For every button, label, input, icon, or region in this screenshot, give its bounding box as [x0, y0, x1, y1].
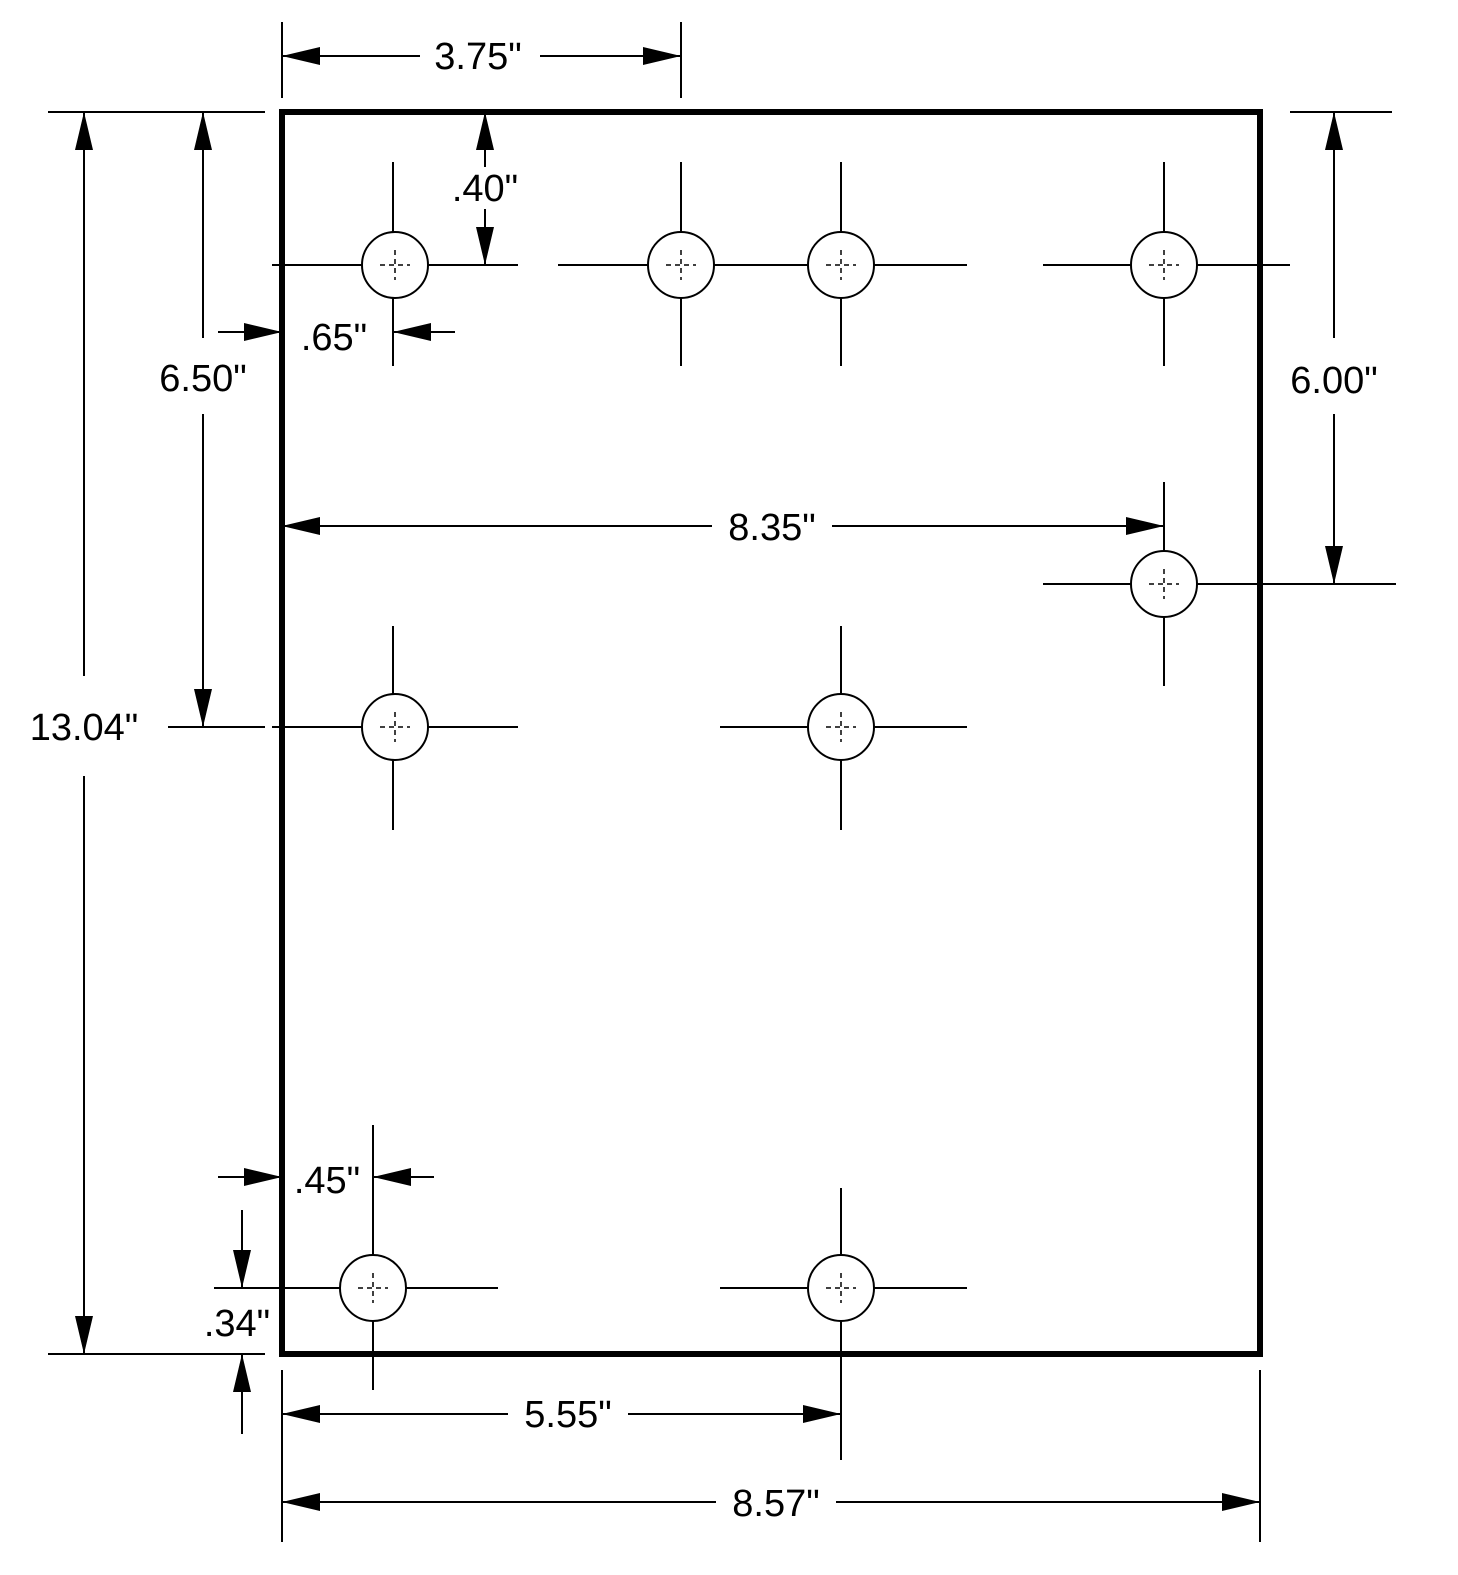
dimension-5-55: 5.55" [282, 1394, 841, 1436]
dimension-6-00: 6.00" [1290, 112, 1378, 584]
dim-label: 8.35" [728, 507, 815, 549]
dimension-0-45: .45" [218, 1160, 434, 1202]
dim-label: 6.50" [159, 358, 246, 400]
dimension-8-57: 8.57" [282, 1483, 1260, 1525]
dimension-0-40: .40" [446, 112, 524, 265]
dim-label: .40" [452, 168, 518, 210]
hole [361, 693, 429, 761]
dimension-3-75: 3.75" [282, 36, 681, 78]
hole [807, 231, 875, 299]
hole [1130, 231, 1198, 299]
dimension-13-04: 13.04" [30, 112, 139, 1354]
dimension-0-65: .65" [218, 317, 455, 359]
hole [339, 1254, 407, 1322]
hole [361, 231, 429, 299]
dim-label: 13.04" [30, 707, 139, 749]
dim-label: .34" [204, 1303, 270, 1345]
dimension-8-35: 8.35" [282, 507, 1164, 549]
dim-label: .65" [301, 317, 367, 359]
dimension-6-50: 6.50" [159, 112, 247, 727]
hole [807, 693, 875, 761]
dim-label: 6.00" [1290, 360, 1377, 402]
hole [647, 231, 715, 299]
dim-label: .45" [294, 1160, 360, 1202]
dim-label: 5.55" [524, 1394, 611, 1436]
dimension-0-34: .34" [204, 1210, 270, 1434]
plate-outline [279, 109, 1263, 1357]
hole [1130, 550, 1198, 618]
hole [807, 1254, 875, 1322]
dim-label: 8.57" [732, 1483, 819, 1525]
dim-label: 3.75" [434, 36, 521, 78]
